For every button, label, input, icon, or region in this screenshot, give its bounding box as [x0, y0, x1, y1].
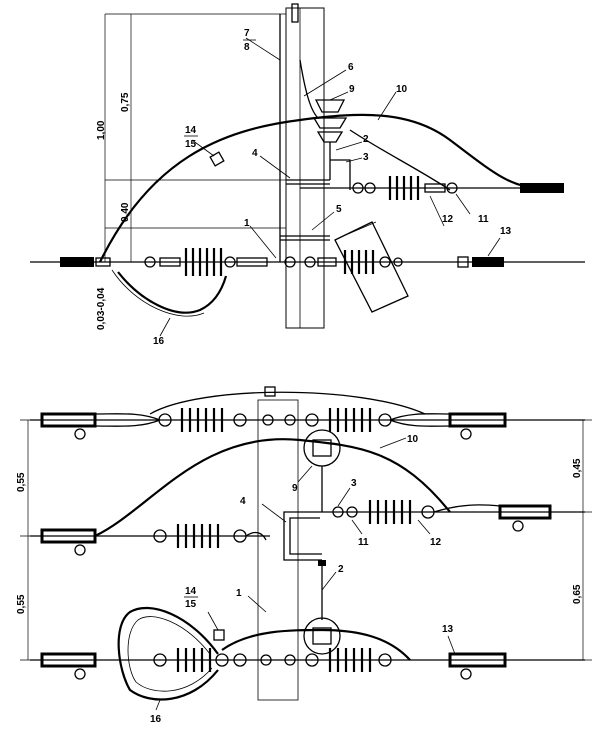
side-label-2: 2 — [363, 134, 369, 145]
side-insulator-string-lower — [144, 248, 403, 276]
side-label-1: 1 — [244, 218, 250, 229]
side-brackets — [280, 159, 351, 241]
side-dim-0-03-0-04: 0,03-0,04 — [96, 287, 107, 330]
side-label-10: 10 — [396, 84, 408, 95]
plan-callouts: 10 9 3 4 11 12 2 1 14 15 13 16 — [150, 434, 456, 725]
plan-jumper-loop — [117, 607, 219, 701]
side-label-3: 3 — [363, 152, 369, 163]
plan-label-15: 15 — [185, 599, 197, 610]
side-crossarm — [334, 221, 409, 313]
side-dim-1-00: 1,00 — [96, 120, 107, 140]
side-dim-0-75: 0,75 — [120, 92, 131, 112]
plan-label-4: 4 — [240, 496, 246, 507]
side-label-15: 15 — [185, 139, 197, 150]
plan-label-12: 12 — [430, 537, 442, 548]
side-upper-arc — [99, 113, 541, 263]
plan-label-9: 9 — [292, 483, 298, 494]
plan-view: 0,55 0,55 0,45 0,65 10 9 3 4 11 12 2 1 1… — [16, 386, 592, 725]
plan-label-11: 11 — [358, 537, 369, 548]
plan-label-3: 3 — [351, 478, 357, 489]
side-label-9: 9 — [349, 84, 355, 95]
side-label-13: 13 — [500, 226, 512, 237]
side-label-4: 4 — [252, 148, 258, 159]
plan-dim-0-55-lower: 0,55 — [16, 594, 27, 614]
side-view: 1,00 0,75 0,40 0,03-0,04 7 8 6 9 10 14 1… — [30, 3, 585, 347]
plan-label-2: 2 — [338, 564, 344, 575]
side-label-5: 5 — [336, 204, 342, 215]
side-label-8: 8 — [244, 42, 250, 53]
plan-row-middle — [30, 429, 585, 620]
plan-dim-0-45: 0,45 — [572, 458, 583, 478]
side-dimension-lines — [98, 13, 286, 263]
side-label-7: 7 — [244, 28, 250, 39]
plan-pole — [257, 399, 299, 701]
plan-dim-0-65: 0,65 — [572, 584, 583, 604]
side-right-clamp — [457, 256, 504, 268]
plan-row-bottom — [30, 607, 585, 701]
plan-label-13: 13 — [442, 624, 454, 635]
plan-dim-0-55-upper: 0,55 — [16, 472, 27, 492]
plan-row-top — [30, 386, 585, 440]
plan-label-1: 1 — [236, 588, 242, 599]
plan-label-16: 16 — [150, 714, 162, 725]
side-callouts: 7 8 6 9 10 14 15 2 3 4 5 1 12 — [153, 28, 512, 347]
plan-label-10: 10 — [407, 434, 419, 445]
side-label-11: 11 — [478, 214, 489, 225]
side-label-6: 6 — [348, 62, 354, 73]
side-label-16: 16 — [153, 336, 165, 347]
plan-label-14: 14 — [185, 586, 197, 597]
side-insulator-string-upper — [352, 176, 564, 200]
side-pole — [285, 7, 325, 329]
side-pin-insulator — [312, 99, 348, 180]
side-jumper-loop — [117, 271, 228, 314]
side-label-12: 12 — [442, 214, 454, 225]
side-label-14: 14 — [185, 125, 197, 136]
side-dim-0-40: 0,40 — [120, 202, 131, 222]
